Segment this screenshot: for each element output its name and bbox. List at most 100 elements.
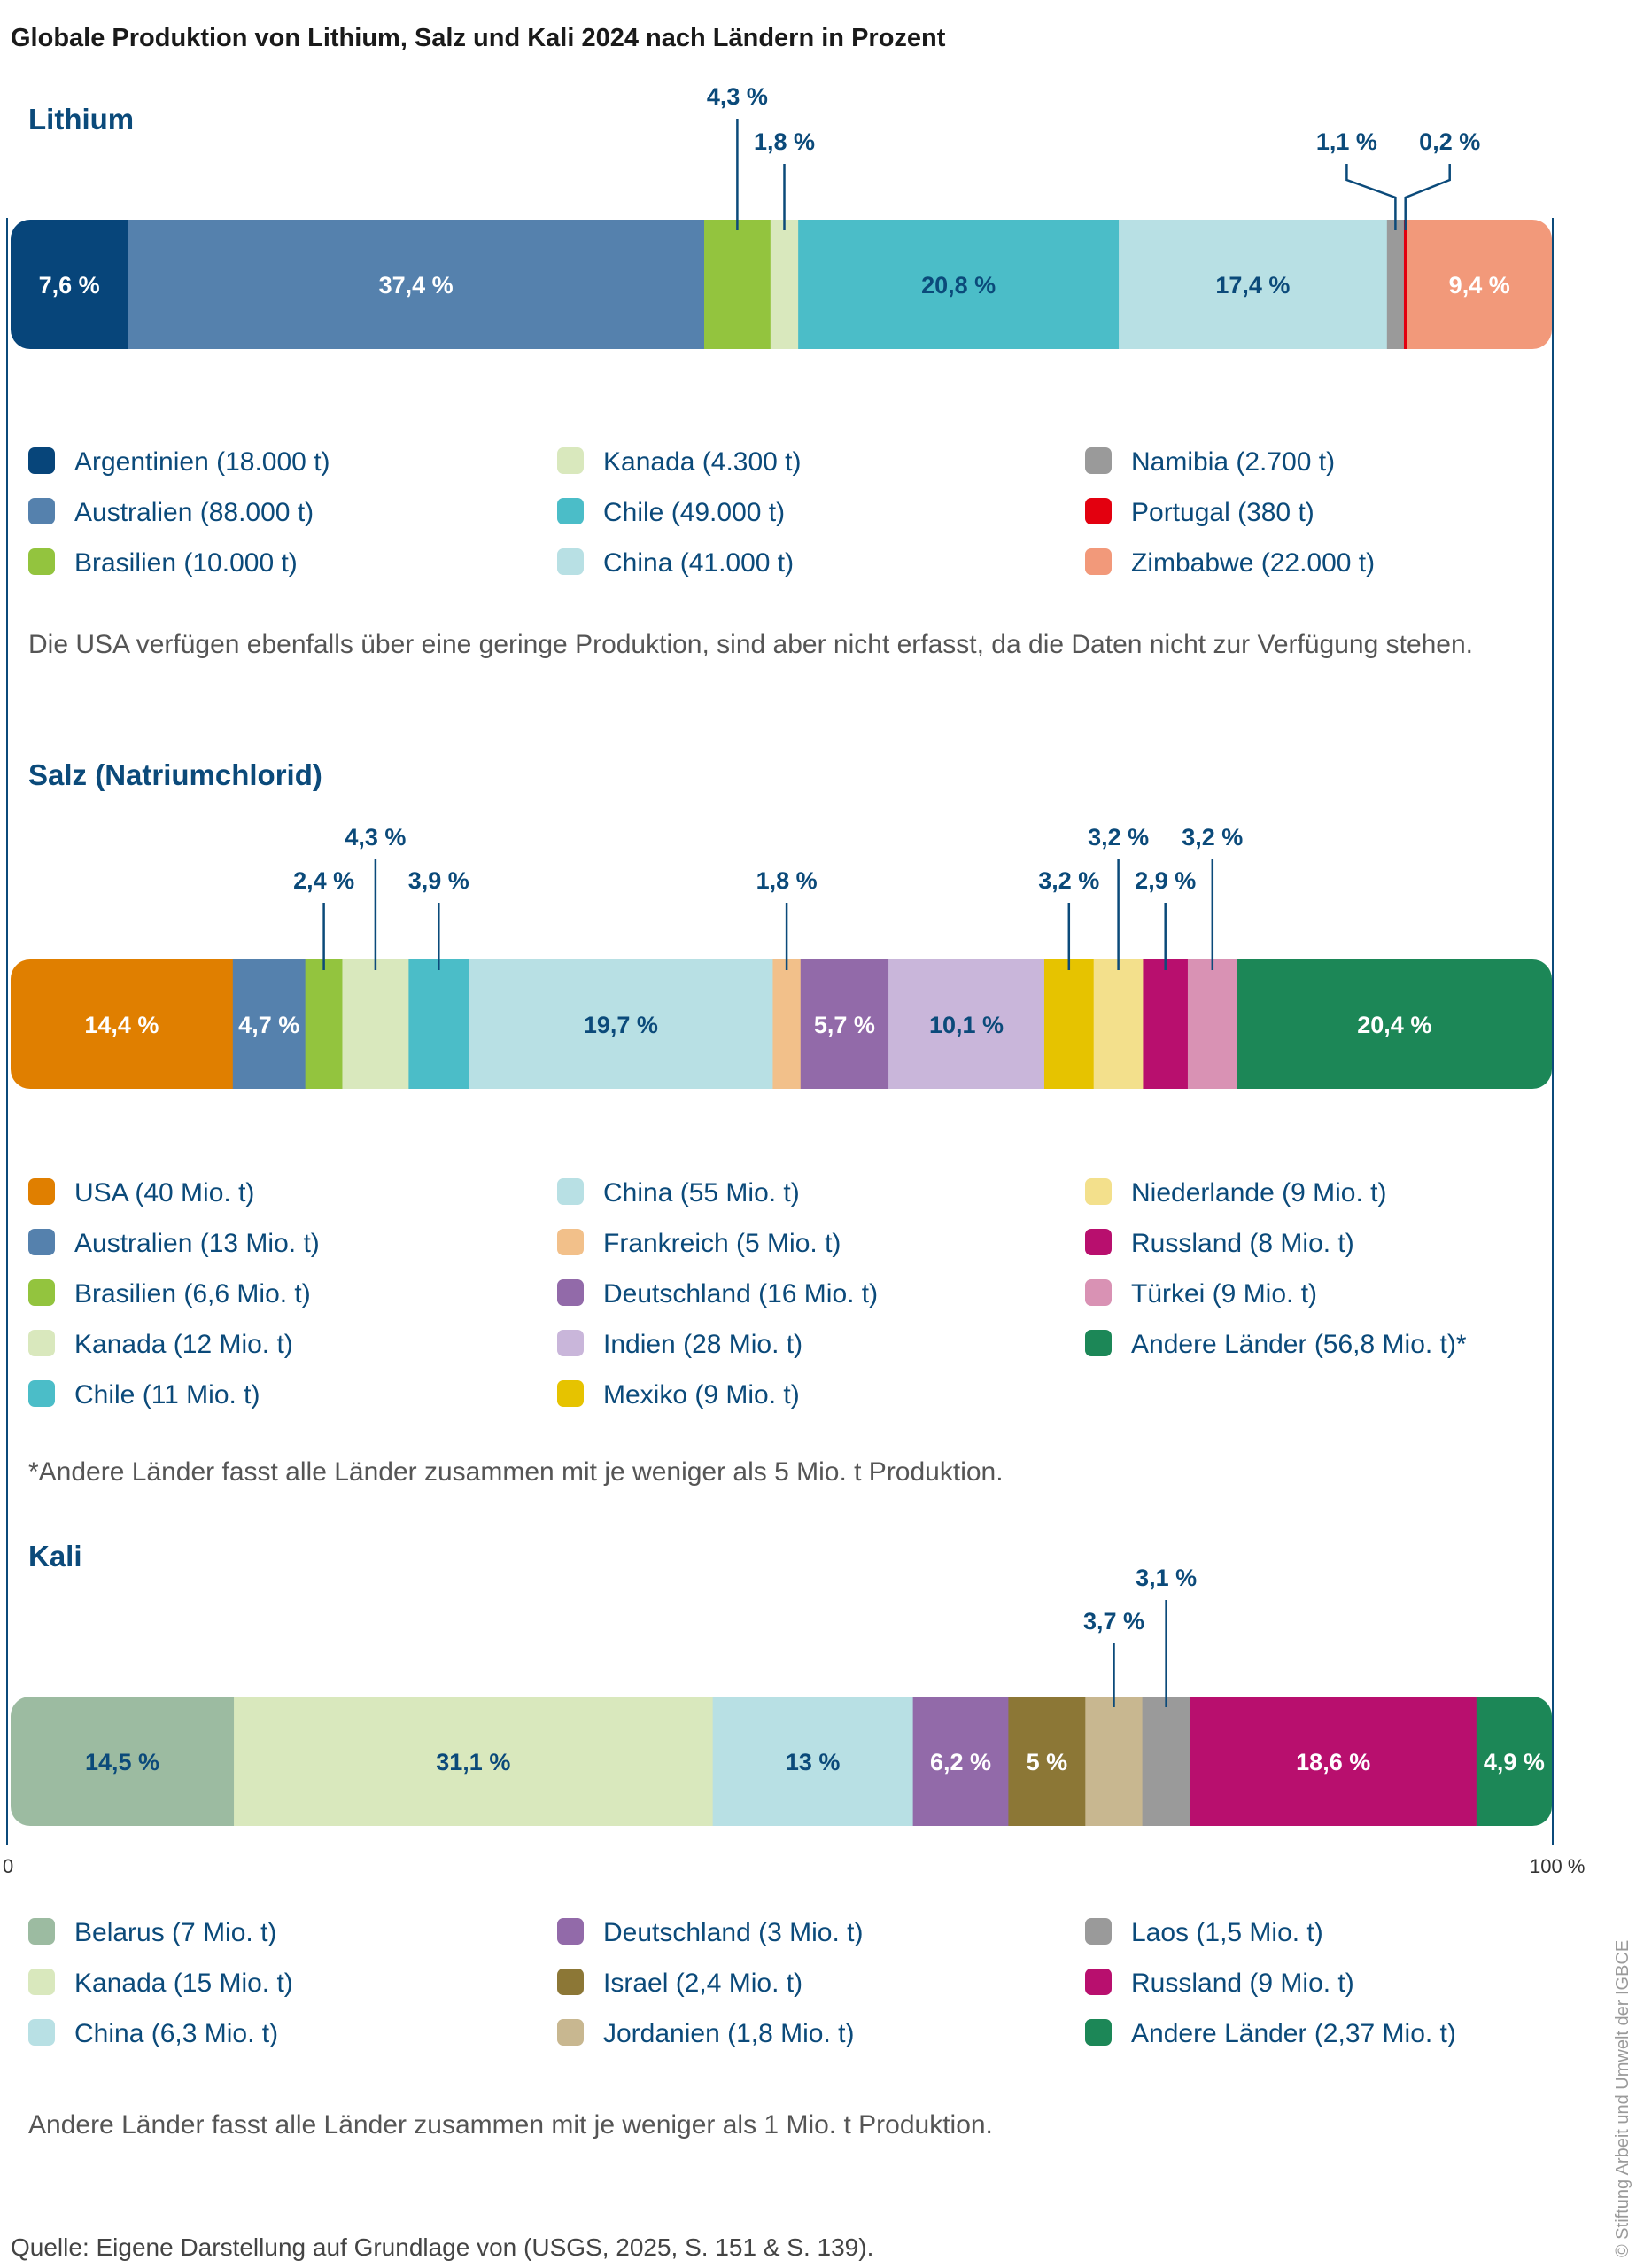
legend-swatch [28,1969,55,1995]
chart-title: Lithium [28,103,134,136]
bar-segment [232,959,306,1089]
chart-1: Salz (Natriumchlorid)14,4 %4,7 %2,4 %4,3… [11,758,1552,1487]
legend-item: Türkei (9 Mio. t) [1085,1279,1317,1309]
legend-label: Chile (11 Mio. t) [74,1380,260,1410]
legend-label: China (41.000 t) [603,548,794,578]
bar-label: 17,4 % [1215,272,1290,299]
callout-label: 1,1 % [1316,128,1377,155]
legend-swatch [28,1229,55,1255]
legend-label: Deutschland (16 Mio. t) [603,1279,878,1309]
bar-segment [11,220,128,349]
legend-swatch [1085,1178,1112,1205]
bar-segment [408,959,469,1089]
bar-segment [234,1697,714,1826]
legend-item: China (6,3 Mio. t) [28,2019,278,2048]
callout-label: 2,4 % [293,867,354,894]
legend-swatch [557,1969,584,1995]
bar-label: 18,6 % [1296,1749,1370,1775]
bar-label: 7,6 % [39,272,100,299]
legend-swatch [557,1918,584,1945]
legend-swatch [28,447,55,474]
legend-label: Andere Länder (56,8 Mio. t)* [1131,1330,1467,1359]
legend-label: China (6,3 Mio. t) [74,2019,278,2048]
callout-label: 4,3 % [345,824,406,850]
bar-segment [1187,959,1238,1089]
legend-label: Portugal (380 t) [1131,498,1314,527]
bar-segment [1093,959,1144,1089]
legend-item: Brasilien (10.000 t) [28,548,298,578]
bar-segment [1143,959,1189,1089]
callout-label: 0,2 % [1419,128,1480,155]
legend-swatch [557,1380,584,1407]
legend-swatch [28,1380,55,1407]
bar-segment [798,220,1120,349]
legend-label: Niederlande (9 Mio. t) [1131,1178,1386,1208]
callout-label: 3,7 % [1083,1608,1144,1635]
bar-segment [1085,1697,1144,1826]
legend-label: Indien (28 Mio. t) [603,1330,802,1359]
axis-min-label: 0 [3,1855,13,1877]
legend-swatch [28,1330,55,1356]
legend-item: Laos (1,5 Mio. t) [1085,1918,1323,1947]
bar-label: 31,1 % [436,1749,510,1775]
legend-swatch [557,548,584,575]
legend-swatch [557,1178,584,1205]
chart-title: Salz (Natriumchlorid) [28,758,322,791]
bar-segment [1190,1697,1477,1826]
bar-segment [888,959,1045,1089]
legend-swatch [1085,2019,1112,2046]
callout-label: 2,9 % [1135,867,1196,894]
legend-item: Namibia (2.700 t) [1085,447,1335,477]
callout-label: 1,8 % [756,867,818,894]
axis-max-label: 100 % [1530,1855,1585,1877]
bar-segment [11,1697,235,1826]
bar-segment [1407,220,1552,349]
legend-swatch [557,1279,584,1306]
legend-swatch [557,498,584,524]
legend-label: Deutschland (3 Mio. t) [603,1918,863,1947]
legend-item: Frankreich (5 Mio. t) [557,1229,841,1258]
legend-label: Australien (13 Mio. t) [74,1229,320,1258]
legend-swatch [28,1918,55,1945]
bar-segment [770,220,799,349]
bar-segment [1237,959,1552,1089]
legend-swatch [1085,1229,1112,1255]
bar-group [11,220,1552,349]
legend-item: Indien (28 Mio. t) [557,1330,802,1359]
legend-swatch [28,1178,55,1205]
legend-swatch [557,447,584,474]
legend-swatch [1085,498,1112,524]
bar-segment [1142,1697,1191,1826]
legend-item: China (55 Mio. t) [557,1178,800,1208]
legend-item: USA (40 Mio. t) [28,1178,254,1208]
legend-item: Australien (88.000 t) [28,498,314,527]
chart-note: Andere Länder fasst alle Länder zusammen… [28,2110,993,2140]
legend-item: Chile (49.000 t) [557,498,785,527]
bar-segment [11,959,234,1089]
legend-item: Zimbabwe (22.000 t) [1085,548,1375,578]
bar-label: 9,4 % [1449,272,1510,299]
legend-swatch [1085,1330,1112,1356]
legend-label: Namibia (2.700 t) [1131,447,1335,477]
legend-label: Brasilien (6,6 Mio. t) [74,1279,311,1309]
legend-swatch [28,548,55,575]
callout-label: 3,2 % [1088,824,1149,850]
bar-segment [712,1697,914,1826]
bar-segment [1476,1697,1552,1826]
bar-label: 19,7 % [584,1012,658,1038]
legend-label: Australien (88.000 t) [74,498,314,527]
legend-swatch [1085,1279,1112,1306]
legend-label: Kanada (15 Mio. t) [74,1969,293,1998]
bar-segment [469,959,774,1089]
bar-label: 6,2 % [930,1749,991,1775]
callout-leader [1345,164,1397,230]
bar-label: 14,5 % [85,1749,159,1775]
bar-segment [1043,959,1095,1089]
legend-label: Russland (8 Mio. t) [1131,1229,1354,1258]
bar-segment [800,959,889,1089]
legend-label: Argentinien (18.000 t) [74,447,330,477]
legend-swatch [1085,548,1112,575]
